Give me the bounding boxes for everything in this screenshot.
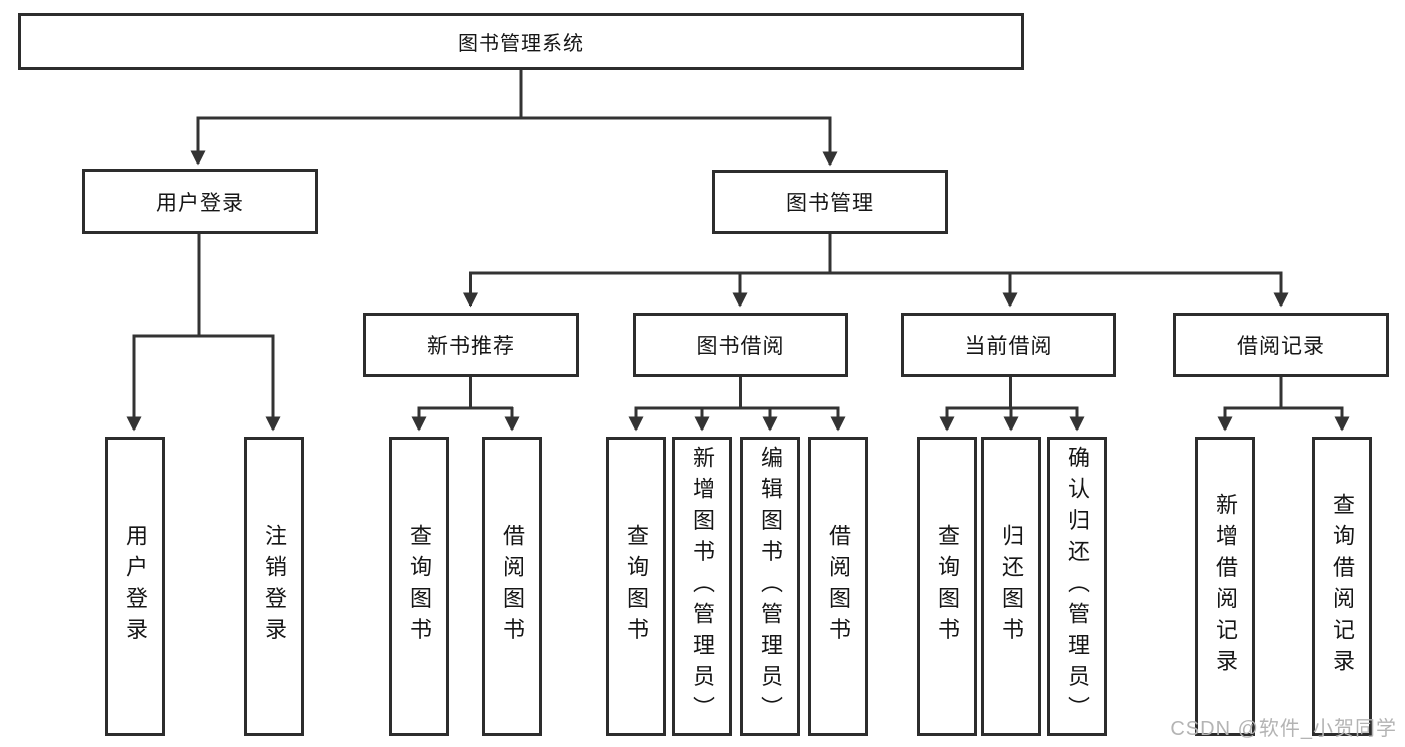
node-book-borrow: 图书借阅 — [633, 313, 848, 377]
leaf-add-borrow-record: 新增借阅记录 — [1195, 437, 1255, 736]
connector-userlogin-to-leaves — [126, 234, 281, 432]
connector-borrow-to-leaves — [628, 377, 846, 432]
connector-newbook-to-leaves — [411, 377, 520, 432]
leaf-return-book: 归还图书 — [981, 437, 1041, 736]
leaf-add-book-admin: 新增图书（管理员） — [672, 437, 732, 736]
connector-current-to-leaves — [939, 377, 1085, 432]
leaf-query-book-recommend: 查询图书 — [389, 437, 449, 736]
leaf-logout: 注销登录 — [244, 437, 304, 736]
leaf-borrow-book: 借阅图书 — [808, 437, 868, 736]
leaf-borrow-book-recommend: 借阅图书 — [482, 437, 542, 736]
node-user-login: 用户登录 — [82, 169, 318, 234]
connector-root-to-level2 — [190, 70, 838, 167]
leaf-edit-book-admin: 编辑图书（管理员） — [740, 437, 800, 736]
leaf-user-login: 用户登录 — [105, 437, 165, 736]
leaf-query-book-current: 查询图书 — [917, 437, 977, 736]
node-borrow-records: 借阅记录 — [1173, 313, 1389, 377]
node-book-management: 图书管理 — [712, 170, 948, 234]
node-new-book-recommend: 新书推荐 — [363, 313, 579, 377]
leaf-confirm-return-admin: 确认归还（管理员） — [1047, 437, 1107, 736]
leaf-query-book-borrow: 查询图书 — [606, 437, 666, 736]
csdn-watermark: CSDN @软件_小贺同学 — [1170, 718, 1397, 740]
leaf-query-borrow-record: 查询借阅记录 — [1312, 437, 1372, 736]
node-current-borrow: 当前借阅 — [901, 313, 1116, 377]
node-root-system: 图书管理系统 — [18, 13, 1024, 70]
connector-bookmgmt-to-level3 — [463, 234, 1289, 308]
connector-records-to-leaves — [1217, 377, 1350, 432]
